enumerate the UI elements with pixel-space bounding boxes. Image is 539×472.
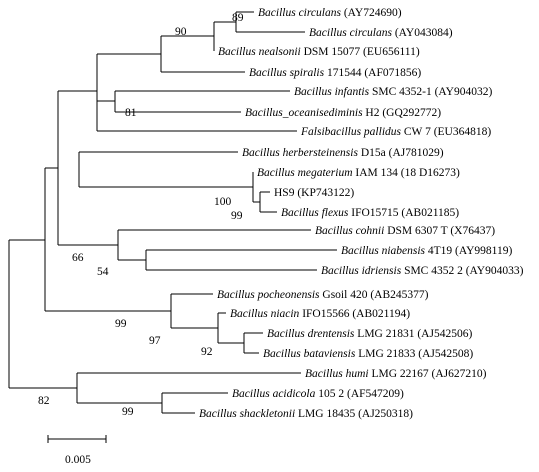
accession-label: SMC 4352-1 (AY904032)	[372, 86, 493, 98]
bootstrap-value: 54	[97, 266, 109, 278]
accession-label: CW 7 (EU364818)	[404, 126, 491, 138]
taxon-label: HS9 (KP743122)	[274, 187, 354, 199]
species-name: Bacillus niacin	[230, 308, 302, 320]
taxon-label: Bacillus circulans (AY043084)	[309, 27, 453, 39]
accession-label: D15a (AJ781029)	[361, 147, 444, 159]
accession-label: (AY043084)	[395, 27, 453, 39]
species-name: Bacillus acidicola	[232, 388, 318, 400]
species-name: Bacillus humi	[305, 368, 371, 380]
species-name: Bacillus idriensis	[321, 265, 404, 277]
taxon-label: Bacillus circulans (AY724690)	[258, 7, 402, 19]
species-name: Bacillus niabensis	[341, 245, 428, 257]
bootstrap-value: 97	[149, 335, 161, 347]
taxon-label: Bacillus megaterium IAM 134 (18 D16273)	[257, 167, 460, 179]
accession-label: 4T19 (AY998119)	[428, 245, 513, 257]
species-name: Bacillus nealsonii	[218, 46, 304, 58]
bootstrap-value: 92	[201, 346, 213, 358]
bootstrap-value: 89	[232, 12, 244, 24]
accession-label: 171544 (AF071856)	[327, 67, 421, 79]
taxon-label: Bacillus_oceanisediminis H2 (GQ292772)	[245, 107, 441, 119]
taxon-label: Bacillus niacin IFO15566 (AB021194)	[230, 308, 410, 320]
species-name: Bacillus pocheonensis	[217, 289, 322, 301]
accession-label: DSM 15077 (EU656111)	[304, 46, 420, 58]
accession-label: IFO15715 (AB021185)	[351, 207, 459, 219]
taxon-label: Bacillus infantis SMC 4352-1 (AY904032)	[294, 86, 492, 98]
accession-label: H2 (GQ292772)	[365, 107, 441, 119]
taxon-label: Bacillus cohnii DSM 6307 T (X76437)	[315, 225, 495, 237]
accession-label: LMG 18435 (AJ250318)	[298, 408, 413, 420]
accession-label: LMG 21831 (AJ542506)	[357, 328, 472, 340]
accession-label: LMG 21833 (AJ542508)	[358, 348, 473, 360]
taxon-label: Bacillus spiralis 171544 (AF071856)	[249, 67, 421, 79]
species-name: Bacillus circulans	[309, 27, 395, 39]
species-name: Bacillus flexus	[281, 207, 351, 219]
accession-label: (AY724690)	[344, 7, 402, 19]
scale-bar-label: 0.005	[65, 454, 91, 466]
accession-label: DSM 6307 T (X76437)	[387, 225, 495, 237]
species-name: Bacillus circulans	[258, 7, 344, 19]
bootstrap-value: 99	[115, 318, 127, 330]
species-name: Falsibacillus pallidus	[300, 126, 404, 138]
species-name: Bacillus shackletonii	[199, 408, 298, 420]
accession-label: HS9 (KP743122)	[274, 187, 354, 199]
taxon-label: Bacillus drentensis LMG 21831 (AJ542506)	[267, 328, 472, 340]
species-name: Bacillus drentensis	[267, 328, 357, 340]
accession-label: IFO15566 (AB021194)	[302, 308, 410, 320]
bootstrap-value: 90	[175, 26, 187, 38]
taxon-label: Bacillus herbersteinensis D15a (AJ781029…	[242, 147, 444, 159]
bootstrap-value: 82	[38, 395, 50, 407]
species-name: Bacillus infantis	[294, 86, 372, 98]
species-name: Bacillus herbersteinensis	[242, 147, 361, 159]
accession-label: IAM 134 (18 D16273)	[355, 167, 460, 179]
taxon-label: Bacillus idriensis SMC 4352 2 (AY904033)	[321, 265, 524, 277]
species-name: Bacillus cohnii	[315, 225, 387, 237]
accession-label: LMG 22167 (AJ627210)	[371, 368, 486, 380]
taxon-label: Bacillus nealsonii DSM 15077 (EU656111)	[218, 46, 420, 58]
accession-label: SMC 4352 2 (AY904033)	[404, 265, 524, 277]
taxon-label: Bacillus niabensis 4T19 (AY998119)	[341, 245, 512, 257]
taxon-label: Bacillus humi LMG 22167 (AJ627210)	[305, 368, 487, 380]
taxon-label: Bacillus flexus IFO15715 (AB021185)	[281, 207, 459, 219]
species-name: Bacillus bataviensis	[263, 348, 358, 360]
bootstrap-value: 66	[72, 252, 84, 264]
bootstrap-value: 100	[214, 196, 232, 208]
taxon-label: Falsibacillus pallidus CW 7 (EU364818)	[300, 126, 491, 138]
species-name: Bacillus_oceanisediminis	[245, 107, 365, 119]
accession-label: 105 2 (AF547209)	[318, 388, 404, 400]
taxon-label: Bacillus shackletonii LMG 18435 (AJ25031…	[199, 408, 413, 420]
species-name: Bacillus megaterium	[257, 167, 355, 179]
bootstrap-value: 99	[122, 406, 134, 418]
taxon-label: Bacillus bataviensis LMG 21833 (AJ542508…	[263, 348, 473, 360]
accession-label: Gsoil 420 (AB245377)	[322, 289, 428, 301]
bootstrap-value: 81	[125, 107, 137, 119]
taxon-label: Bacillus pocheonensis Gsoil 420 (AB24537…	[217, 289, 429, 301]
bootstrap-value: 99	[231, 210, 243, 222]
species-name: Bacillus spiralis	[249, 67, 327, 79]
taxon-label: Bacillus acidicola 105 2 (AF547209)	[232, 388, 404, 400]
